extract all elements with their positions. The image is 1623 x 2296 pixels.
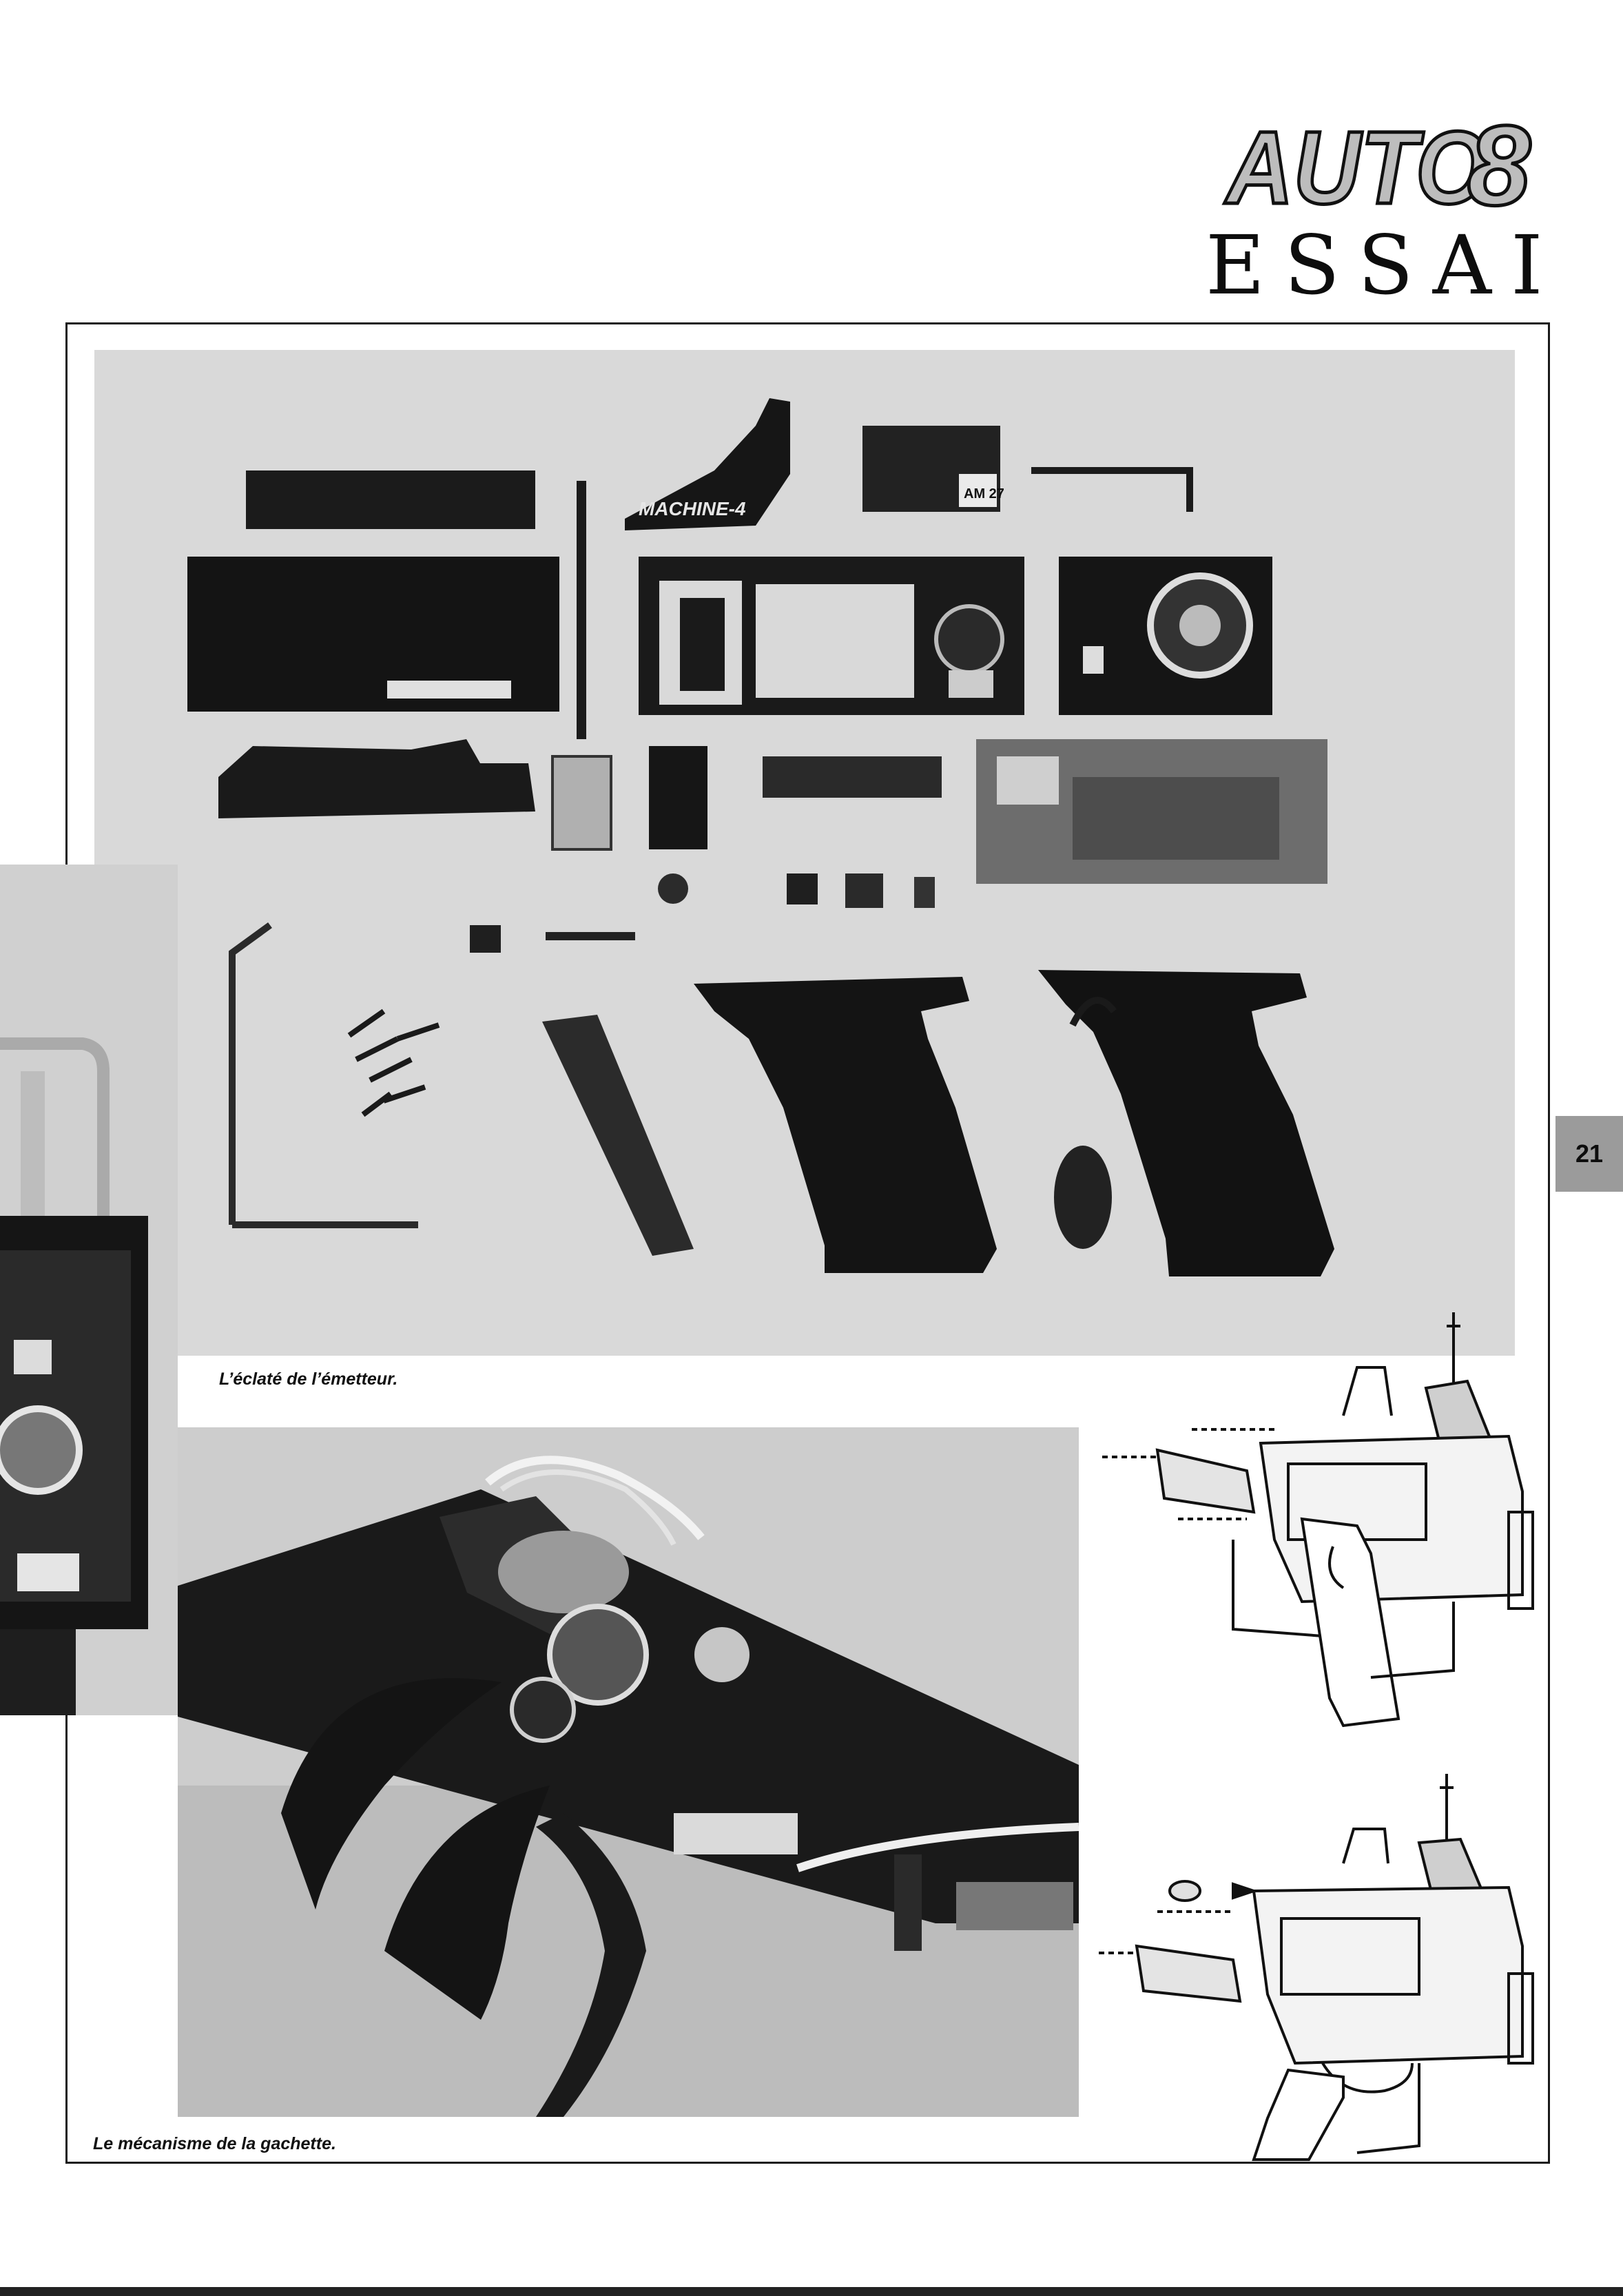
am-27-label: AM 27 — [964, 486, 1004, 501]
page-bottom-edge — [0, 2287, 1623, 2296]
svg-text:AUTO: AUTO — [1223, 114, 1488, 217]
machine-4-label: MACHINE-4 — [639, 498, 746, 519]
exploded-view-photo: MACHINE-4 AM 27 — [94, 350, 1515, 1356]
page-number-tab: 21 — [1555, 1116, 1623, 1192]
trigger-mechanism-photo — [178, 1427, 1079, 2117]
assembly-diagram-2 — [1095, 1774, 1550, 2180]
svg-text:8: 8 — [1467, 114, 1531, 217]
section-title: ESSAI — [1206, 218, 1562, 313]
assembly-diagram-1 — [1095, 1312, 1550, 1739]
magazine-logo: AUTO 8 — [1219, 114, 1557, 217]
transmitter-side-photo — [0, 865, 178, 1715]
trigger-mechanism-caption: Le mécanisme de la gachette. — [93, 2134, 336, 2153]
exploded-view-caption: L’éclaté de l’émetteur. — [219, 1369, 398, 1389]
